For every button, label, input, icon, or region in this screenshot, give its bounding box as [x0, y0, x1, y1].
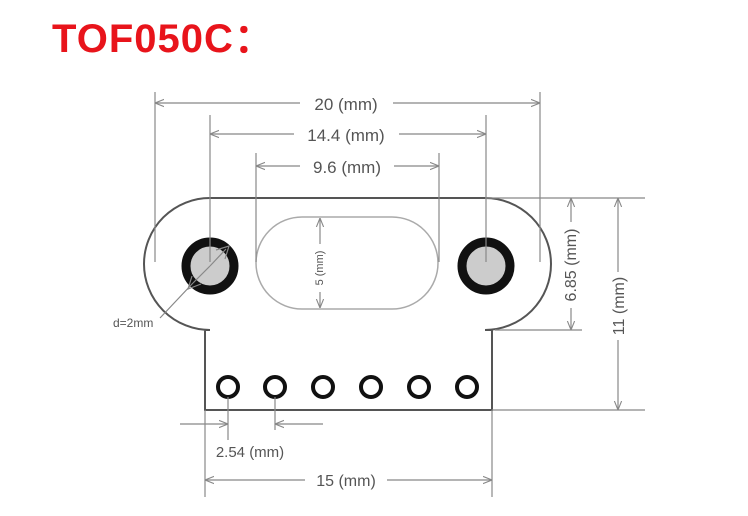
label-window-width: 9.6 (mm)	[313, 158, 381, 177]
label-width-total: 20 (mm)	[314, 95, 377, 114]
label-flange-height: 6.85 (mm)	[563, 229, 580, 302]
label-window-height: 5 (mm)	[314, 251, 326, 286]
pin-2	[263, 375, 287, 399]
page-title: TOF050C：	[52, 17, 275, 61]
label-board-height: 11 (mm)	[611, 277, 628, 335]
label-hole-spacing: 14.4 (mm)	[307, 126, 384, 145]
board-outline	[143, 197, 552, 411]
pin-4	[359, 375, 383, 399]
label-pin-pitch: 2.54 (mm)	[216, 444, 284, 461]
label-header-width: 15 (mm)	[316, 473, 376, 490]
pin-1	[216, 375, 240, 399]
sensor-window	[255, 216, 439, 310]
label-hole-diameter: d=2mm	[113, 316, 153, 330]
pin-6	[455, 375, 479, 399]
header-pins	[216, 375, 479, 399]
pin-3	[311, 375, 335, 399]
pin-5	[407, 375, 431, 399]
